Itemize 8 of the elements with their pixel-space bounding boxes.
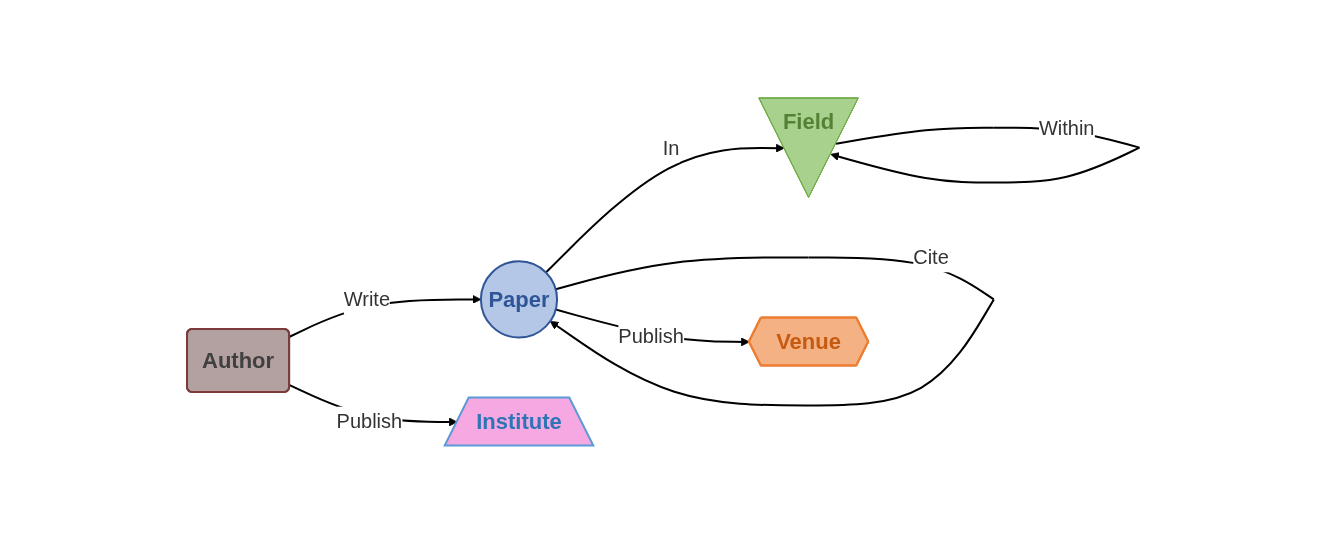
arrow	[544, 144, 785, 274]
edge-label: Within	[1038, 116, 1095, 139]
edge-label: Write	[343, 288, 390, 311]
edge-label: Cite	[912, 246, 949, 269]
edge-label: In	[662, 136, 680, 159]
edge-label: Publish	[336, 410, 402, 433]
edge-label: Publish	[617, 325, 684, 348]
node-circle: Paper	[479, 260, 558, 339]
